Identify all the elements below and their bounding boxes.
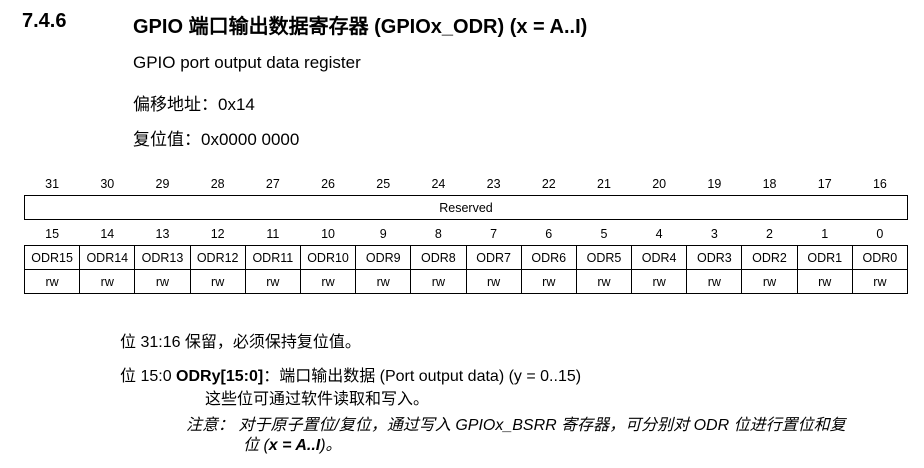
bit-number-14: 14 xyxy=(100,226,115,241)
access-odr3: rw xyxy=(686,269,743,294)
bit-number-25: 25 xyxy=(376,176,391,191)
field-odr14: ODR14 xyxy=(79,245,136,270)
register-subtitle: GPIO port output data register xyxy=(133,53,361,72)
access-odr0: rw xyxy=(851,269,909,294)
section-title: GPIO 端口输出数据寄存器 (GPIOx_ODR) (x = A..I) xyxy=(133,16,588,38)
field-odr7: ODR7 xyxy=(465,245,522,270)
bit-number-26: 26 xyxy=(321,176,335,191)
bit-number-20: 20 xyxy=(652,176,667,191)
bit-number-30: 30 xyxy=(100,176,115,191)
field-odr11: ODR11 xyxy=(244,245,301,270)
upper-bit-number-row: 31 30 29 28 27 26 25 24 23 22 21 20 19 18 17 16 xyxy=(25,172,908,196)
bit-number-10: 10 xyxy=(321,226,335,241)
bit-number-31: 31 xyxy=(45,176,60,191)
bit-number-13: 13 xyxy=(155,226,170,241)
section-number: 7.4.6 xyxy=(22,10,67,32)
field-odr4: ODR4 xyxy=(631,245,688,270)
field-odr15: ODR15 xyxy=(23,245,81,270)
bit-number-21: 21 xyxy=(597,176,611,191)
field-odr10: ODR10 xyxy=(299,245,357,270)
bits-15-0-prefix: 位 15:0 xyxy=(120,368,177,385)
access-odr9: rw xyxy=(355,269,412,294)
field-odr13: ODR13 xyxy=(134,245,191,270)
bit-number-24: 24 xyxy=(431,176,446,191)
offset-address: 偏移地址：0x14 xyxy=(133,95,255,114)
bit-number-28: 28 xyxy=(210,176,225,191)
reserved-cell: Reserved xyxy=(24,195,908,220)
bit-number-3: 3 xyxy=(710,226,718,241)
bit-number-9: 9 xyxy=(379,226,387,241)
access-odr8: rw xyxy=(410,269,467,294)
note-line-1: 注意： 对于原子置位/复位，通过写入 GPIOx_BSRR 寄存器，可分别对 O… xyxy=(186,417,846,434)
access-odr4: rw xyxy=(631,269,688,294)
bit-number-29: 29 xyxy=(155,176,170,191)
bit-number-4: 4 xyxy=(655,226,663,241)
field-odr2: ODR2 xyxy=(741,245,798,270)
bits-15-0-description: 位 15:0 ODRy[15:0]：端口输出数据 (Port output da… xyxy=(120,362,581,386)
bit-number-16: 16 xyxy=(872,176,887,191)
bits-15-0-text: ：端口输出数据 (Port output data) (y = 0..15) xyxy=(263,368,582,385)
field-odr8: ODR8 xyxy=(410,245,467,270)
field-odr6: ODR6 xyxy=(520,245,577,270)
bit-number-22: 22 xyxy=(541,176,556,191)
field-odr9: ODR9 xyxy=(355,245,412,270)
bit-number-23: 23 xyxy=(486,176,501,191)
bit-number-15: 15 xyxy=(45,226,60,241)
odr-field-name: ODRy[15:0] xyxy=(176,368,264,385)
access-odr15: rw xyxy=(23,269,81,294)
bit-number-0: 0 xyxy=(876,226,884,241)
bits-15-0-detail: 这些位可通过软件读取和写入。 xyxy=(205,391,430,408)
bit-number-1: 1 xyxy=(821,226,829,241)
bit-number-17: 17 xyxy=(817,176,832,191)
field-odr12: ODR12 xyxy=(189,245,246,270)
bit-number-18: 18 xyxy=(762,176,777,191)
bits-31-16-description: 位 31:16 保留，必须保持复位值。 xyxy=(120,334,361,351)
access-odr13: rw xyxy=(134,269,191,294)
bit-number-12: 12 xyxy=(210,226,225,241)
access-odr1: rw xyxy=(796,269,853,294)
bit-number-19: 19 xyxy=(707,176,722,191)
access-odr5: rw xyxy=(575,269,633,294)
note-line-2-suffix: )。 xyxy=(320,437,342,454)
field-odr1: ODR1 xyxy=(796,245,853,270)
bit-number-7: 7 xyxy=(490,226,498,241)
reset-value: 复位值：0x0000 0000 xyxy=(133,130,300,149)
access-odr6: rw xyxy=(520,269,577,294)
register-upper-half: 31 30 29 28 27 26 25 24 23 22 21 20 19 18 17 16 Reserve… xyxy=(24,172,908,220)
field-odr5: ODR5 xyxy=(575,245,633,270)
access-odr2: rw xyxy=(741,269,798,294)
access-odr14: rw xyxy=(79,269,136,294)
access-odr7: rw xyxy=(465,269,522,294)
reserved-row: Reserved xyxy=(24,195,908,220)
field-odr0: ODR0 xyxy=(851,245,909,270)
bit-number-8: 8 xyxy=(434,226,442,241)
note-line-2-bold: x = A..I xyxy=(268,437,321,454)
bit-number-2: 2 xyxy=(766,226,773,241)
bit-number-11: 11 xyxy=(266,226,280,241)
bit-number-5: 5 xyxy=(600,226,608,241)
note-line-2-prefix: 位 ( xyxy=(243,437,269,454)
access-odr11: rw xyxy=(244,269,301,294)
field-odr3: ODR3 xyxy=(686,245,743,270)
bit-number-27: 27 xyxy=(265,176,280,191)
note-line-2: 位 (x = A..I)。 xyxy=(243,431,342,455)
bit-number-6: 6 xyxy=(545,226,553,241)
access-odr12: rw xyxy=(189,269,246,294)
access-odr10: rw xyxy=(299,269,357,294)
